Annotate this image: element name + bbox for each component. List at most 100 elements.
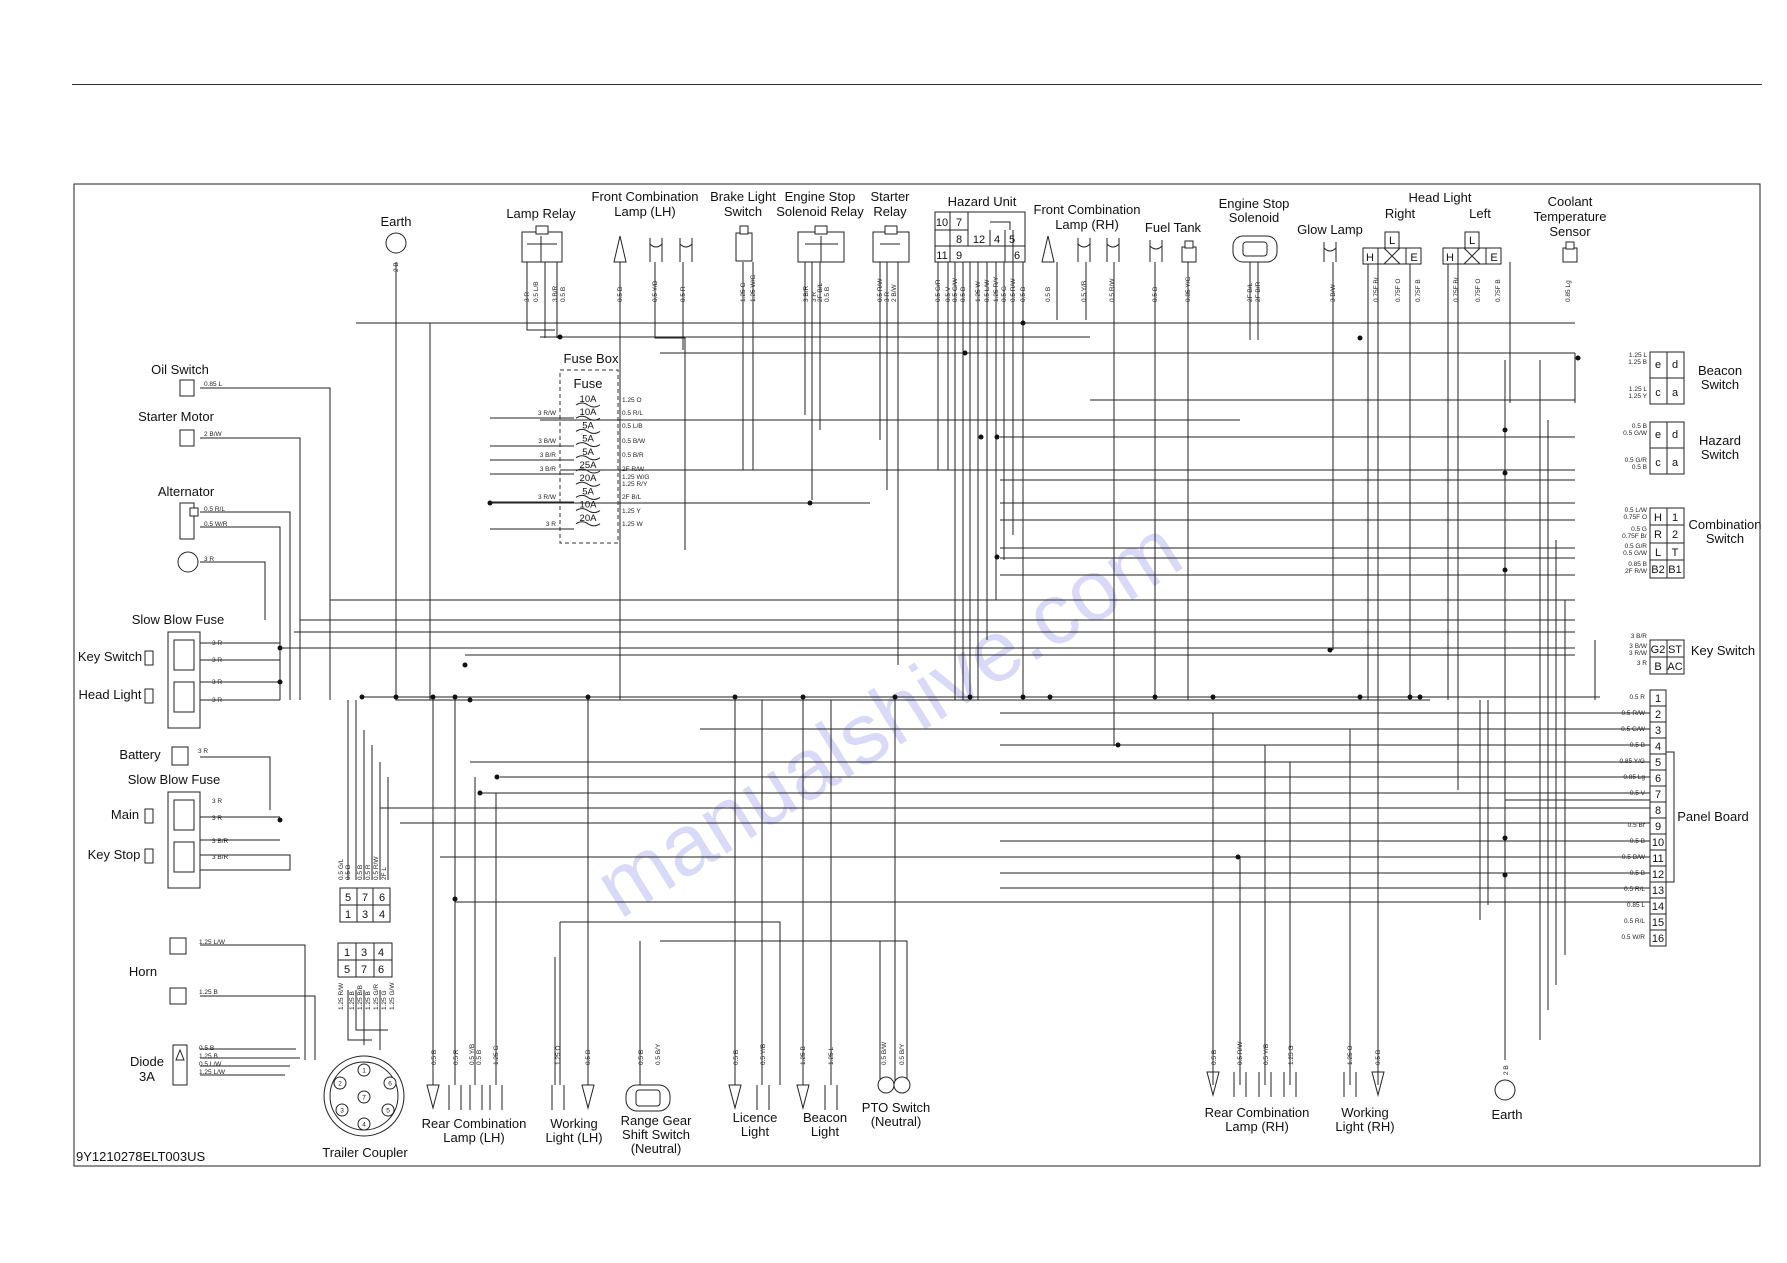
battery: Battery 3 R [119,746,208,766]
hazard-pin-11: 11 [936,250,947,262]
starter-motor-wire: 2 B/W [204,431,223,438]
hazard-sw-pin-e: e [1655,429,1661,441]
document-code: 9Y1210278ELT003US [76,1149,205,1164]
panel-wire-code: 0.5 V [1630,790,1646,797]
svg-text:0.5 L/B: 0.5 L/B [533,281,540,302]
front-comb-lh-label-1: Front Combination [592,189,699,204]
rear-rh-label-1: Rear Combination [1205,1105,1310,1120]
glow-lamp: Glow Lamp [1297,222,1363,262]
svg-text:0.75F B: 0.75F B [1415,279,1422,302]
hazard-wire-2: 0.5 G/W [1623,430,1648,437]
horn-wire-1: 1.25 L/W [199,939,226,946]
svg-text:3 R: 3 R [811,292,818,302]
hazard-wire-3: 0.5 G/R [1625,457,1648,464]
earth-top-label: Earth [380,214,411,229]
svg-text:1.25 L: 1.25 L [828,1047,835,1065]
sbf1-wire-3: 3 R [212,679,222,686]
work-lh-label-1: Working [550,1116,597,1131]
fuse-right-wires: 1.25 O0.5 R/L0.5 L/B0.5 B/W0.5 B/R2F R/W… [622,397,649,528]
earth-bottom-label: Earth [1491,1107,1522,1122]
fuse-right-wire: 0.5 L/B [622,423,643,430]
svg-text:0.75F B: 0.75F B [1495,279,1502,302]
coolant-label-1: Coolant [1548,194,1593,209]
fuse-right-wire: 1.25 W [622,521,643,528]
engine-relay-label-2: Solenoid Relay [776,204,864,219]
hl-right-E: E [1410,252,1417,264]
trailer-coupler-label: Trailer Coupler [322,1145,408,1160]
hl-right-L: L [1389,235,1395,247]
connector-pin: 1 [345,909,351,921]
fuse-symbol [575,415,601,421]
svg-text:1.25 W/G: 1.25 W/G [750,275,757,302]
coupler-pin-number: 3 [340,1108,344,1115]
hazard-unit: Hazard Unit 10 7 8 12 4 5 11 9 6 [934,194,1026,263]
connector-pin: 5 [344,964,350,976]
beacon-pin-d: d [1672,359,1678,371]
fuse-left-wire: 3 B/R [540,452,557,459]
front-comb-rh-label-1: Front Combination [1034,202,1141,217]
panel-wire-code: 0.5 R/W [1622,710,1646,717]
svg-text:0.5 Y/B: 0.5 Y/B [760,1044,767,1065]
slow-blow-fuse-1-label: Slow Blow Fuse [132,612,224,627]
svg-text:1.25 G: 1.25 G [1288,1045,1295,1065]
fuse-rating: 20A [580,513,598,524]
coupler-pin-number: 6 [388,1081,392,1088]
svg-text:0.5 B: 0.5 B [824,287,831,302]
range-label-3: (Neutral) [631,1141,682,1156]
licence-label-2: Light [741,1124,770,1139]
coolant-label-2: Temperature [1534,209,1607,224]
svg-text:3 R: 3 R [524,292,531,302]
pto-label-2: (Neutral) [871,1114,922,1129]
sbf2-wire-3: 3 B/R [212,838,229,845]
slow-blow-fuse-2: Slow Blow Fuse Main Key Stop 3 R 3 R 3 B… [88,772,229,889]
panel-pin-number: 6 [1655,773,1661,785]
panel-board-label: Panel Board [1677,809,1749,824]
svg-text:0.5 Y/B: 0.5 Y/B [469,1044,476,1065]
fuse-rating: 10A [580,394,598,405]
panel-wire-code: 0.5 B [1630,838,1645,845]
svg-text:0.5 B: 0.5 B [1045,287,1052,302]
svg-text:1.25 O: 1.25 O [1347,1045,1354,1065]
beacon-wire-3: 1.25 L [1629,386,1647,393]
key-pin-B: B [1654,661,1661,673]
sbf1-wire-2: 3 R [212,657,222,664]
panel-pin-number: 11 [1652,853,1663,865]
hazard-pin-5: 5 [1009,234,1015,246]
panel-wire-code: 0.5 W/R [1622,934,1646,941]
brake-label-1: Brake Light [710,189,776,204]
coupler-pin-number: 2 [338,1081,342,1088]
panel-wire-code: 0.5 B/W [1622,854,1646,861]
svg-text:2 B: 2 B [393,262,400,272]
licence-label-1: Licence [733,1110,778,1125]
connector-pin: 6 [379,892,385,904]
fuse-symbol [575,468,601,474]
oil-switch: Oil Switch 0.85 L [151,362,222,397]
svg-text:0.5 R/W: 0.5 R/W [1237,1041,1244,1065]
svg-text:0.5 R: 0.5 R [680,286,687,302]
key-switch-label: Key Switch [78,649,142,664]
comb-pin-2: 2 [1672,529,1678,541]
panel-pin-number: 4 [1655,741,1661,753]
fuse-left-wires: 3 R/W3 B/W3 B/R3 B/R3 R/W3 R [490,410,574,530]
work-lh-label-2: Light (LH) [545,1130,602,1145]
coolant-temperature-sensor: Coolant Temperature Sensor [1534,194,1607,263]
fuse-right-wire: 2F R/W [622,466,645,473]
svg-text:0.5 R/W: 0.5 R/W [877,278,884,302]
svg-text:2F B/L: 2F B/L [817,282,824,302]
svg-text:0.5 Y/B: 0.5 Y/B [1081,281,1088,302]
hazard-wire-1: 0.5 B [1632,423,1647,430]
beacon-switch-label-2: Switch [1701,377,1739,392]
slow-blow-fuse-1: Slow Blow Fuse Key Switch Head Light 3 R… [78,612,224,729]
beacon-light-label-2: Light [811,1124,840,1139]
sbf2-wire-2: 3 R [212,815,222,822]
svg-text:3 B/R: 3 B/R [552,285,559,302]
beacon-wire-2: 1.25 B [1628,359,1647,366]
fuse-right-wire: 0.5 R/L [622,410,643,417]
panel-wire-code: 0.5 R/L [1624,918,1645,925]
comb-pin-H: H [1654,512,1662,524]
fuse-rating: 5A [582,420,594,431]
coupler-pin [381,1103,395,1117]
connector-pin: 1 [344,947,350,959]
